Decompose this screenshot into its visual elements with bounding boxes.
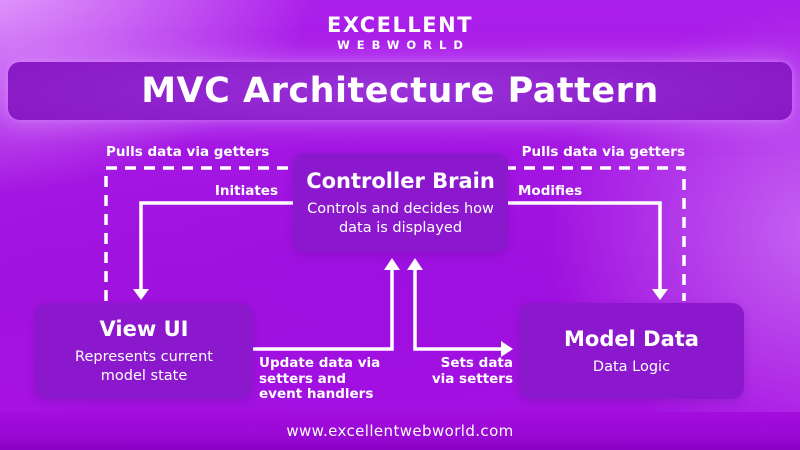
view-subtitle: Represents current model state <box>75 349 213 384</box>
model-subtitle: Data Logic <box>592 358 671 375</box>
edge-label-sets-setters: Sets data via setters <box>431 355 513 387</box>
initiates-line <box>139 201 294 290</box>
controller-node: Controller Brain Controls and decides ho… <box>293 153 508 252</box>
edge-label-pulls-getters-right: Pulls data via getters <box>521 144 685 160</box>
brand-name: EXCELLENT <box>326 13 474 37</box>
modifies-arrowhead-down-icon <box>652 289 668 300</box>
view-node: View UI Represents current model state <box>35 303 253 399</box>
page-title: MVC Architecture Pattern <box>141 71 659 111</box>
controller-title: Controller Brain <box>306 168 495 193</box>
initiates-arrowhead-down-icon <box>133 289 149 300</box>
model-title: Model Data <box>564 326 699 351</box>
brand-logo: EXCELLENT WEBWORLD <box>0 13 800 52</box>
edge-label-initiates: Initiates <box>214 183 278 199</box>
update-data-line <box>253 269 394 351</box>
brand-subname: WEBWORLD <box>337 38 470 52</box>
sets-arrowhead-up-icon <box>407 258 423 270</box>
controller-subtitle: Controls and decides how data is display… <box>307 200 494 236</box>
sets-data-line <box>413 269 502 351</box>
model-node: Model Data Data Logic <box>519 303 744 399</box>
website-url: www.excellentwebworld.com <box>286 422 514 440</box>
footer-band: www.excellentwebworld.com <box>0 412 800 450</box>
sets-arrowhead-right-icon <box>501 341 513 357</box>
edge-label-pulls-getters-left: Pulls data via getters <box>106 144 270 160</box>
update-arrowhead-up-icon <box>384 258 400 270</box>
view-title: View UI <box>99 317 189 341</box>
edge-label-modifies: Modifies <box>518 183 583 199</box>
edge-label-update-setters: Update data via setters and event handle… <box>259 355 381 402</box>
modifies-line <box>507 201 662 290</box>
title-banner: MVC Architecture Pattern <box>8 62 792 120</box>
